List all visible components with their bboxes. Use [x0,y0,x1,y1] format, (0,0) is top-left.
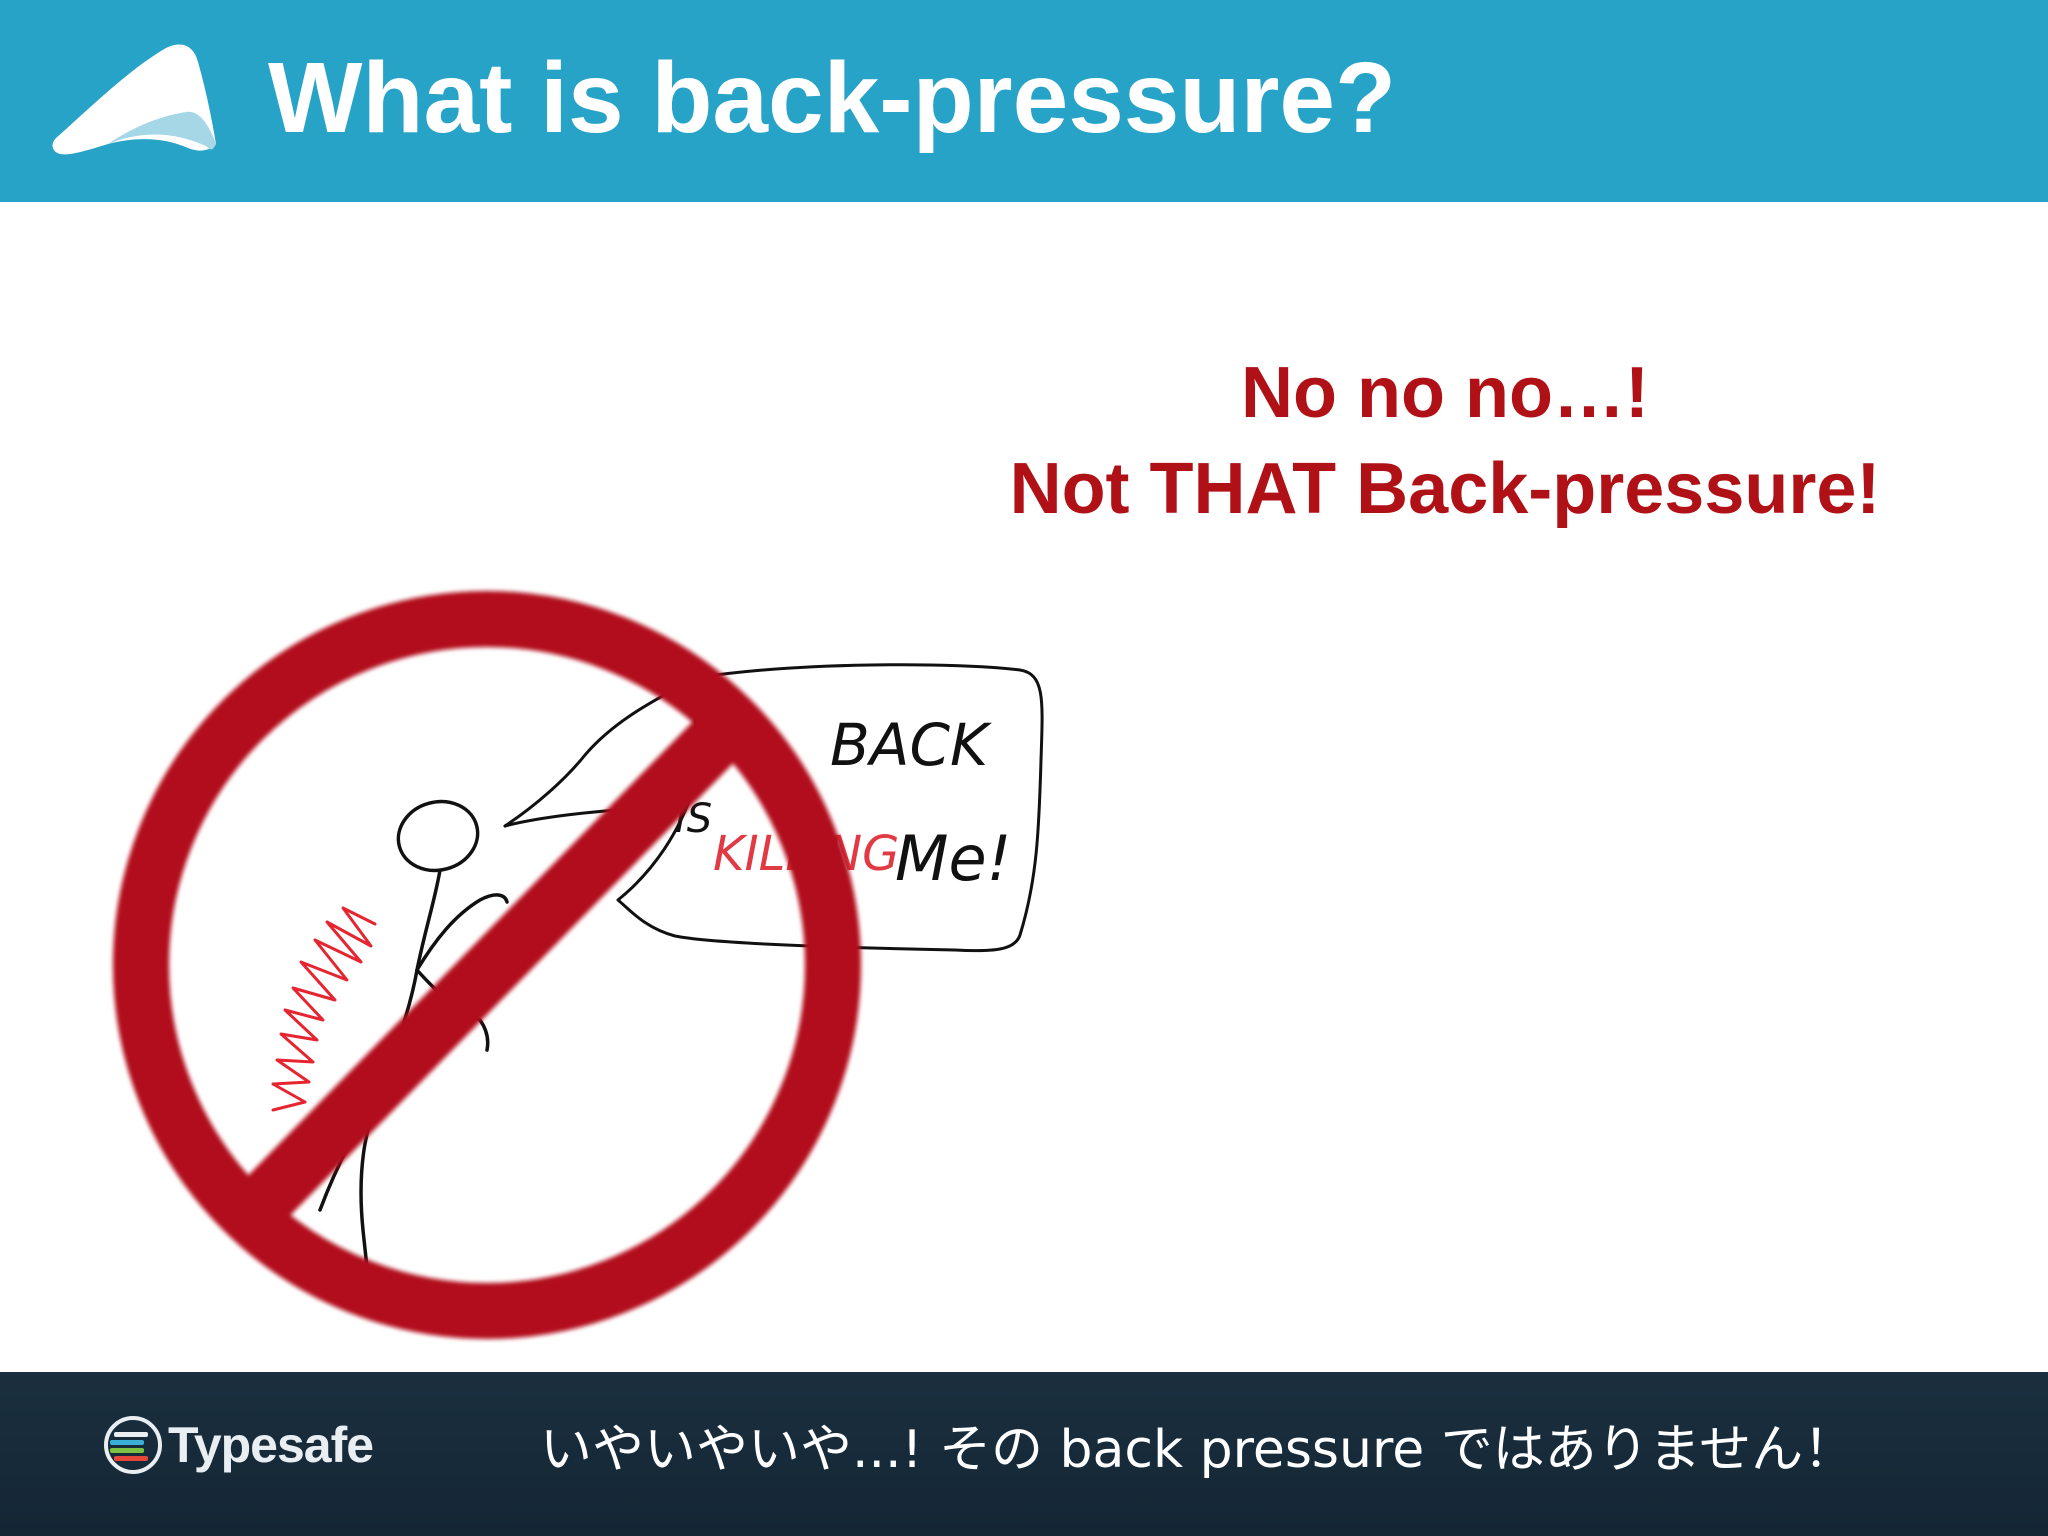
brand-name: Typesafe [168,1417,374,1473]
warning-message: No no no…! Not THAT Back-pressure! [880,345,2010,537]
message-line-1: No no no…! [1241,353,1649,433]
wave-logo-icon [52,44,216,155]
bubble-word-me: Me! [895,822,1012,895]
bubble-word-back: BACK [830,711,992,779]
header-bar: What is back-pressure? [0,0,2048,202]
typesafe-logo-icon [104,1416,162,1474]
footer-brand: Typesafe [102,1414,374,1476]
japanese-caption: いやいやいや...! その back pressure ではありません！ [540,1420,1856,1480]
stick-figure-illustration: BACK IS KILLING Me! [113,591,1044,1339]
message-line-2: Not THAT Back-pressure! [1009,449,1881,529]
footer-bar: Typesafe いやいやいや...! その back pressure ではあ… [0,1372,2048,1536]
pain-squiggle [271,906,377,1112]
no-sign-icon [113,591,861,1339]
slide-title: What is back-pressure? [268,42,1397,154]
